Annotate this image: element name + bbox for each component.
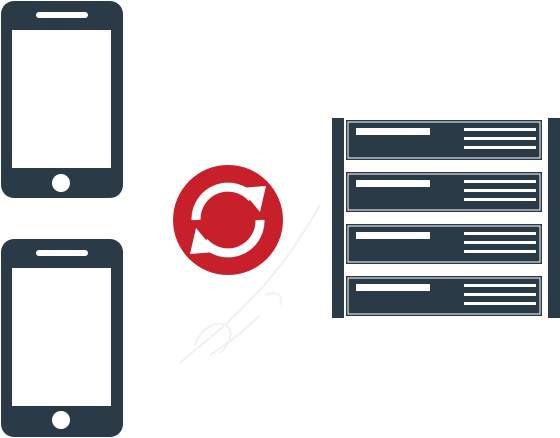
server-unit xyxy=(346,120,542,160)
server-rack-icon xyxy=(332,118,560,318)
phone-screen xyxy=(12,268,111,406)
server-unit xyxy=(346,224,542,264)
server-unit xyxy=(346,276,542,316)
rack-rail-left xyxy=(332,118,344,318)
phone-speaker xyxy=(36,250,88,256)
sync-arrowhead-upper xyxy=(240,186,266,212)
rack-rail-right xyxy=(548,118,560,318)
smartphone-icon-top xyxy=(1,1,123,198)
server-unit xyxy=(346,172,542,212)
phone-home-button xyxy=(52,174,70,192)
sync-arrows-icon xyxy=(173,165,283,275)
phone-home-button xyxy=(52,411,70,429)
phone-speaker xyxy=(36,12,88,18)
phone-screen xyxy=(12,30,111,168)
sync-circle xyxy=(173,165,283,275)
smartphone-icon-bottom xyxy=(1,239,123,437)
sync-arrowhead-lower xyxy=(190,228,216,254)
faint-sketch-watermark xyxy=(179,204,321,364)
